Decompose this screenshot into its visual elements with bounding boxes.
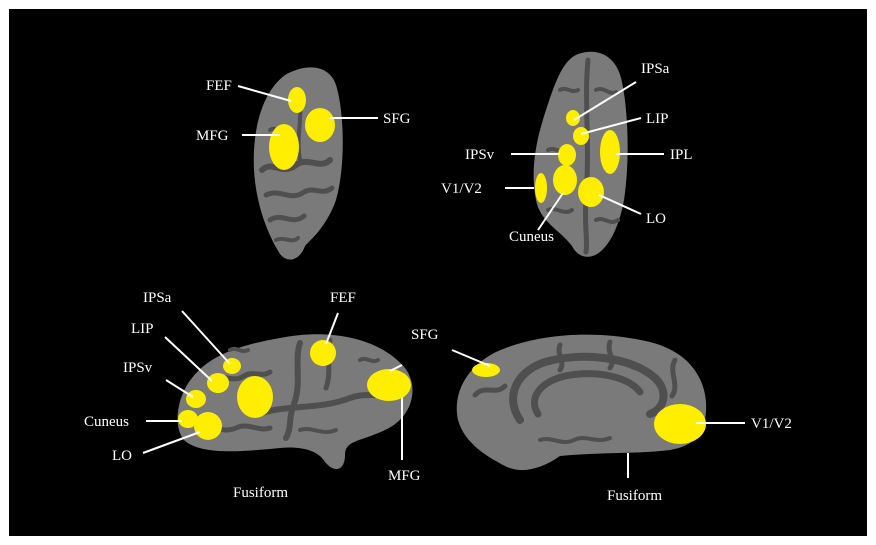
anterior-view: FEF MFG SFG xyxy=(196,67,411,259)
posterior-lo-roi xyxy=(578,177,604,207)
lateral-fef-label: FEF xyxy=(330,290,356,306)
posterior-v1v2-label: V1/V2 xyxy=(441,181,482,197)
lateral-parietal-roi xyxy=(237,376,273,418)
posterior-ipsv-label: IPSv xyxy=(465,147,495,163)
posterior-ipsa-label: IPSa xyxy=(641,61,670,77)
posterior-view: IPSa LIP IPL IPSv V1/V2 LO Cuneus xyxy=(441,52,693,257)
anterior-mfg-label: MFG xyxy=(196,128,229,144)
lateral-lip-label: LIP xyxy=(131,321,154,337)
lateral-ipsa-label: IPSa xyxy=(143,290,172,306)
anterior-mfg-roi xyxy=(269,124,299,170)
medial-sfg-leader xyxy=(452,350,490,366)
lateral-ipsv-roi xyxy=(186,390,206,408)
lateral-lip-leader xyxy=(165,337,212,381)
lateral-lo-roi xyxy=(194,412,222,440)
posterior-lip-roi xyxy=(573,127,589,145)
medial-sfg-label: SFG xyxy=(411,327,439,343)
medial-v1v2-label: V1/V2 xyxy=(751,416,792,432)
posterior-lo-label: LO xyxy=(646,211,666,227)
medial-fusiform-label: Fusiform xyxy=(607,488,662,504)
lateral-fef-roi xyxy=(310,340,336,366)
lateral-view: IPSa FEF LIP IPSv Cuneus LO MFG Fusiform xyxy=(84,290,421,501)
posterior-v1v2-roi xyxy=(535,173,547,203)
anterior-sfg-label: SFG xyxy=(383,111,411,127)
medial-view: SFG V1/V2 Fusiform xyxy=(411,327,792,504)
posterior-ipl-label: IPL xyxy=(670,147,693,163)
lateral-fusiform-label: Fusiform xyxy=(233,485,288,501)
lateral-ipsa-leader xyxy=(182,311,230,364)
anterior-sfg-roi xyxy=(305,108,335,142)
lateral-mfg-roi xyxy=(367,369,411,401)
posterior-ipsv-roi xyxy=(558,144,576,166)
lateral-lip-roi xyxy=(207,373,229,393)
lateral-ipsv-label: IPSv xyxy=(123,360,153,376)
posterior-lip-label: LIP xyxy=(646,111,669,127)
lateral-lo-label: LO xyxy=(112,448,132,464)
lateral-mfg-label: MFG xyxy=(388,468,421,484)
posterior-cuneus-roi xyxy=(553,165,577,195)
posterior-cuneus-label: Cuneus xyxy=(509,229,554,245)
lateral-cuneus-label: Cuneus xyxy=(84,414,129,430)
posterior-ipl-roi xyxy=(600,130,620,174)
anterior-fef-label: FEF xyxy=(206,78,232,94)
